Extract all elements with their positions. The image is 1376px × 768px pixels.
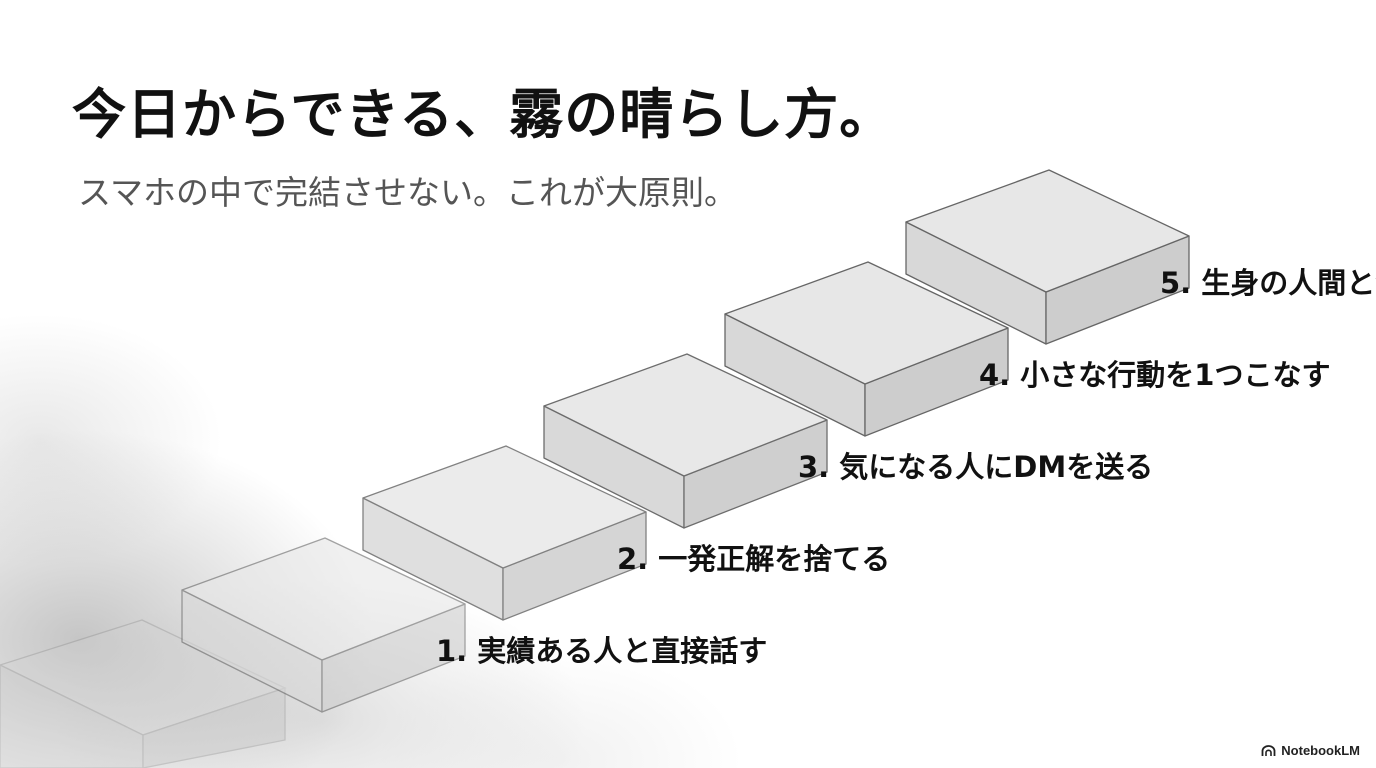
slide-title: 今日からできる、霧の晴らし方。 — [72, 83, 895, 146]
step-top-face — [905, 169, 1190, 293]
step-top-face — [362, 445, 647, 569]
step-block-4 — [724, 261, 1009, 437]
step-label-3: 3. 気になる人にDMを送る — [798, 450, 1153, 484]
step-label-2: 2. 一発正解を捨てる — [617, 542, 890, 576]
step-label-1: 1. 実績ある人と直接話す — [436, 634, 767, 668]
step-label-4: 4. 小さな行動を1つこなす — [979, 358, 1330, 392]
notebooklm-logo-icon — [1261, 744, 1276, 756]
step-top-face — [724, 261, 1009, 385]
step-top-face — [181, 537, 466, 661]
step-block-3 — [543, 353, 828, 529]
step-top-face — [543, 353, 828, 477]
brand-watermark: NotebookLM — [1261, 743, 1360, 758]
brand-name: NotebookLM — [1281, 743, 1360, 758]
step-block-5 — [905, 169, 1190, 345]
steps-group: 1. 実績ある人と直接話す 2. 一発正解を捨てる 3. 気になる人にDMを送る 4.… — [181, 169, 1376, 713]
step-block-1 — [181, 537, 466, 713]
step-block-2 — [362, 445, 647, 621]
ghost-step — [0, 619, 287, 768]
slide-subtitle: スマホの中で完結させない。これが大原則。 — [78, 173, 738, 212]
step-label-5: 5. 生身の人間と会話する — [1160, 266, 1376, 300]
